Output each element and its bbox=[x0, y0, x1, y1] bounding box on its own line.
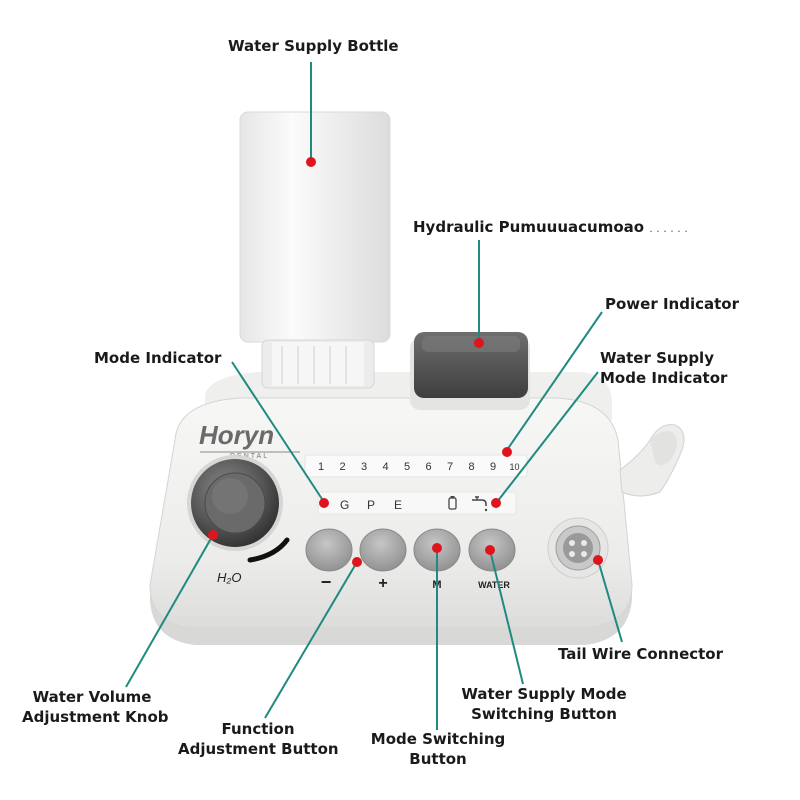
dot-hydraulic-pump bbox=[474, 338, 484, 348]
water-button-label: WATER bbox=[478, 580, 510, 590]
leader-water-knob bbox=[125, 534, 214, 688]
label-hydraulic-pump-main: Hydraulic Pumuuuacumoao bbox=[413, 218, 645, 236]
mode-indicator-bar bbox=[317, 491, 517, 515]
power-scale-number-6: 6 bbox=[425, 461, 431, 473]
bottle-mode-icon bbox=[448, 496, 457, 510]
plus-button-label: + bbox=[378, 575, 387, 592]
power-scale-number-5: 5 bbox=[404, 461, 410, 473]
minus-button[interactable] bbox=[305, 528, 353, 572]
label-function-adjustment-button: Function Adjustment Button bbox=[178, 719, 339, 759]
tap-mode-icon bbox=[472, 496, 488, 512]
label-function-adjustment-button-line2: Adjustment Button bbox=[178, 740, 339, 758]
label-mode-switching-button: Mode Switching Button bbox=[367, 729, 509, 769]
power-level-bar bbox=[304, 454, 528, 478]
dot-tail-wire bbox=[593, 555, 603, 565]
water-volume-knob[interactable] bbox=[187, 455, 283, 551]
mode-letter-p: P bbox=[367, 498, 375, 512]
label-water-supply-mode-indicator-line2: Mode Indicator bbox=[600, 369, 728, 387]
label-water-supply-mode-switching-button-line1: Water Supply Mode bbox=[461, 685, 627, 703]
label-power-indicator: Power Indicator bbox=[605, 295, 739, 313]
label-tail-wire-connector: Tail Wire Connector bbox=[558, 645, 724, 663]
dot-mode-button bbox=[432, 543, 442, 553]
label-water-volume-knob: Water Volume Adjustment Knob bbox=[22, 687, 169, 727]
callout-dots bbox=[208, 157, 603, 567]
tail-wire-connector bbox=[547, 517, 609, 579]
power-scale-number-8: 8 bbox=[468, 461, 474, 473]
leader-function-button bbox=[264, 561, 358, 719]
label-hydraulic-pump: Hydraulic Pumuuuacumoao . . . . . . bbox=[413, 217, 688, 239]
leader-mode-indicator bbox=[231, 361, 325, 503]
power-scale-number-3: 3 bbox=[361, 461, 367, 473]
minus-button-label: − bbox=[321, 572, 332, 592]
power-scale-number-1: 1 bbox=[318, 461, 324, 473]
knob-label: H₂O bbox=[217, 570, 241, 585]
label-water-volume-knob-line2: Adjustment Knob bbox=[22, 708, 169, 726]
label-hydraulic-pump-tail: . . . . . . bbox=[649, 222, 688, 235]
mode-letter-g: G bbox=[340, 498, 349, 512]
dot-water-bottle bbox=[306, 157, 316, 167]
label-water-supply-mode-indicator: Water Supply Mode Indicator bbox=[600, 348, 727, 388]
handpiece-holder bbox=[619, 424, 685, 497]
leader-power-indicator bbox=[506, 311, 603, 451]
leader-tail-wire bbox=[597, 559, 623, 643]
power-scale-number-10: 10 bbox=[509, 462, 519, 472]
leader-water-mode-indicator bbox=[496, 371, 599, 503]
water-supply-bottle bbox=[239, 111, 391, 389]
dot-water-mode-indicator bbox=[491, 498, 501, 508]
label-mode-switching-button-line2: Button bbox=[409, 750, 467, 768]
power-scale-number-7: 7 bbox=[447, 461, 453, 473]
power-scale-number-2: 2 bbox=[339, 461, 345, 473]
power-scale-number-4: 4 bbox=[382, 461, 388, 473]
power-scale-number-9: 9 bbox=[490, 461, 496, 473]
mode-letter-e: E bbox=[394, 498, 402, 512]
water-volume-scale-arc bbox=[247, 537, 290, 563]
leader-water-mode-button bbox=[489, 549, 524, 685]
label-water-supply-bottle: Water Supply Bottle bbox=[228, 37, 399, 55]
label-mode-indicator: Mode Indicator bbox=[94, 349, 222, 367]
power-scale: 1 2 3 4 5 6 7 8 9 10 bbox=[318, 461, 520, 473]
brand-logo: Horyn bbox=[199, 420, 274, 450]
label-mode-switching-button-line1: Mode Switching bbox=[370, 730, 506, 748]
dot-mode-indicator bbox=[319, 498, 329, 508]
dot-function-button bbox=[352, 557, 362, 567]
plus-button[interactable] bbox=[359, 528, 407, 572]
dot-water-knob bbox=[208, 530, 218, 540]
label-water-supply-mode-indicator-line1: Water Supply bbox=[600, 349, 714, 367]
dot-power-indicator bbox=[502, 447, 512, 457]
label-function-adjustment-button-line1: Function bbox=[221, 720, 295, 738]
leader-lines bbox=[125, 62, 623, 730]
label-water-supply-mode-switching-button-line2: Switching Button bbox=[471, 705, 617, 723]
brand-subtitle: DENTAL bbox=[230, 453, 269, 460]
hydraulic-pump bbox=[410, 332, 530, 410]
label-water-volume-knob-line1: Water Volume bbox=[32, 688, 152, 706]
dot-water-mode-button bbox=[485, 545, 495, 555]
label-water-supply-mode-switching-button: Water Supply Mode Switching Button bbox=[458, 684, 630, 724]
